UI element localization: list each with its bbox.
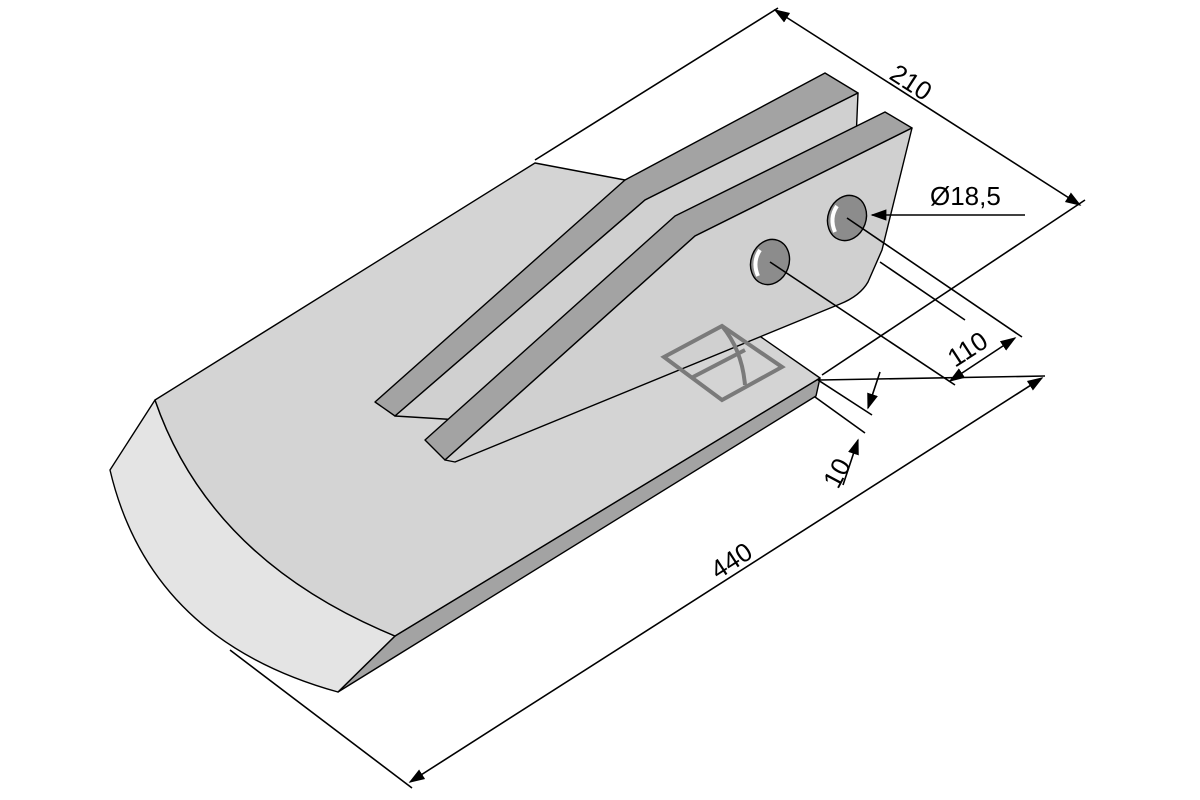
dimension-hole-diameter: Ø18,5 — [870, 181, 1025, 221]
dimension-width-label: 210 — [885, 58, 938, 107]
dimension-thickness: 10 — [814, 371, 881, 493]
dimension-length-label: 440 — [705, 536, 758, 585]
dimension-hole-diameter-label: Ø18,5 — [930, 181, 1001, 211]
dimension-hole-spacing-label: 110 — [942, 325, 993, 373]
